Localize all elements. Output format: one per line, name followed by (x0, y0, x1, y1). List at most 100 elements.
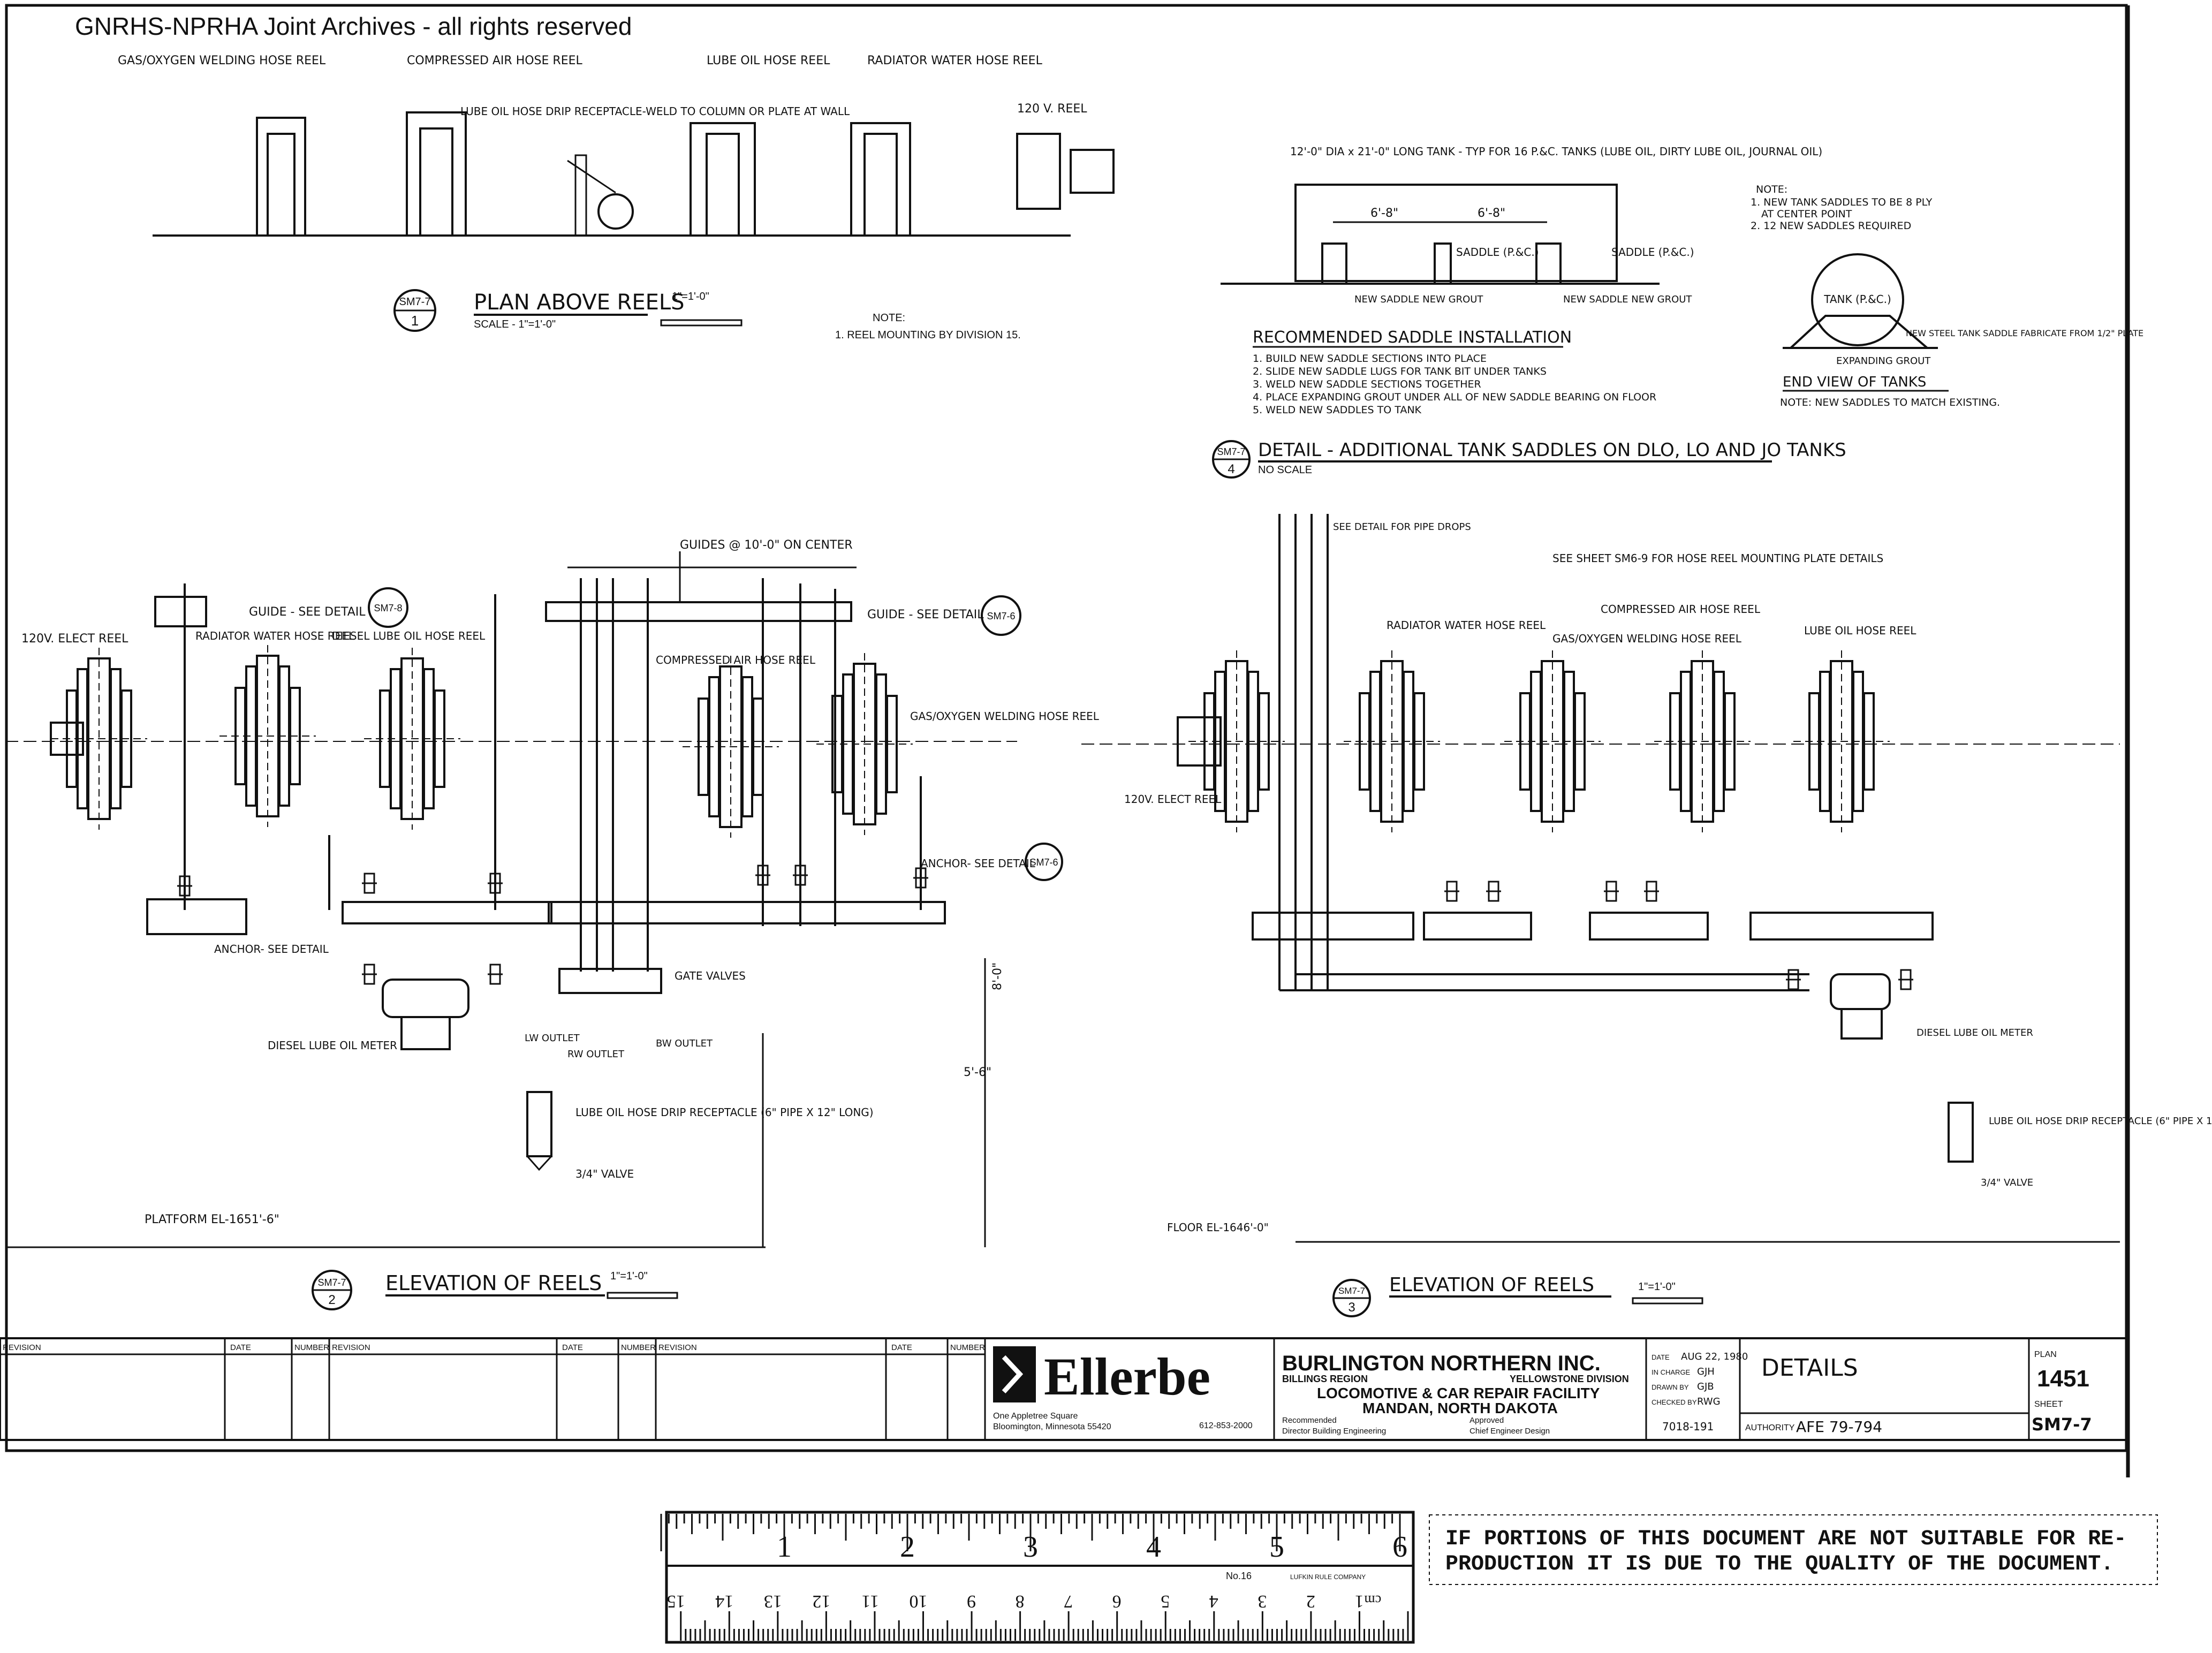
rec-step-5: 5. WELD NEW SADDLES TO TANK (1253, 404, 1422, 416)
rec-step-4: 4. PLACE EXPANDING GROUT UNDER ALL OF NE… (1253, 391, 1656, 403)
label-platform: PLATFORM EL-1651'-6" (145, 1213, 279, 1226)
label-rw-outlet: RW OUTLET (567, 1049, 625, 1060)
label-diesel-meter: DIESEL LUBE OIL METER (268, 1039, 397, 1052)
label-radiator-water: RADIATOR WATER HOSE REEL (195, 630, 355, 642)
anchor-rail-1 (342, 901, 552, 924)
label-anchor-left: ANCHOR- SEE DETAIL (214, 943, 329, 956)
tank-new-saddle-right: NEW SADDLE NEW GROUT (1563, 294, 1692, 305)
elev-right-reel-radiator (1343, 649, 1441, 833)
col-revision-2: REVISION (332, 1343, 370, 1352)
drip-receptacle-right (1948, 1102, 1974, 1163)
tank-dim-2: 6'-8" (1478, 207, 1505, 220)
elev-right-reel-lube-oil (1792, 649, 1891, 833)
elev-left-reel-compressed-air (681, 655, 780, 839)
ruler-cm-label: 7 (1064, 1591, 1073, 1611)
elev-left-scale-bar (607, 1292, 678, 1299)
end-note-line-2: AT CENTER POINT (1761, 208, 1852, 220)
plan-label-radiator-water: RADIATOR WATER HOSE REEL (867, 54, 1043, 67)
label-guide-ref-left: SM7-8 (374, 603, 402, 613)
ruler-cm-label: 15 (667, 1591, 685, 1611)
client-region: BILLINGS REGION (1282, 1374, 1368, 1384)
ruler-cm-label: 5 (1161, 1591, 1170, 1611)
quality-notice-line-1: IF PORTIONS OF THIS DOCUMENT ARE NOT SUI… (1445, 1527, 2126, 1551)
ruler-cm-label: 1 (1354, 1591, 1363, 1611)
label-120v-reel: 120V. ELECT REEL (21, 632, 128, 646)
label-compressed-air: COMPRESSED AIR HOSE REEL (656, 654, 816, 666)
label-anchor-right: ANCHOR- SEE DETAIL (921, 857, 1036, 870)
ruler-cm-unit: cm (1364, 1593, 1381, 1608)
end-note-2: NOTE: NEW SADDLES TO MATCH EXISTING. (1780, 397, 2000, 408)
plan-drip-receptacle (597, 193, 634, 230)
elev-right-title: ELEVATION OF REELS (1389, 1274, 1594, 1296)
guide-rail-left (545, 601, 852, 622)
sheet-title: DETAILS (1761, 1354, 1858, 1382)
elev-right-reel-gas-oxygen (1503, 649, 1602, 833)
ruler-cm-label: 6 (1112, 1591, 1122, 1611)
tank-side-view (1294, 184, 1618, 282)
plan-label: PLAN (2034, 1350, 2057, 1359)
sheet-label: SHEET (2034, 1400, 2063, 1409)
plan-label-drip: LUBE OIL HOSE DRIP RECEPTACLE-WELD TO CO… (460, 105, 850, 118)
label-bw-outlet: BW OUTLET (656, 1038, 713, 1049)
dim-8ft: 8'-0" (991, 962, 1004, 990)
recommended-by: Director Building Engineering (1282, 1427, 1386, 1436)
tank-detail-callout-sheet: SM7-7 (1217, 446, 1245, 457)
ruler-inch-5: 5 (1269, 1530, 1284, 1564)
elev-right-callout-number: 3 (1348, 1300, 1355, 1315)
authority-value: AFE 79-794 (1796, 1418, 1882, 1436)
ellerbe-logo-mark (993, 1346, 1036, 1402)
date-value: AUG 22, 1980 (1681, 1351, 1748, 1362)
dim-56: 5'-6" (964, 1066, 991, 1079)
ruler-maker: LUFKIN RULE COMPANY (1290, 1573, 1366, 1581)
client-division: YELLOWSTONE DIVISION (1510, 1374, 1629, 1384)
ruler-inch-1: 1 (777, 1530, 792, 1564)
elev-right-reel-compressed-air (1653, 649, 1752, 833)
tank-detail-title: DETAIL - ADDITIONAL TANK SADDLES ON DLO,… (1258, 439, 1846, 461)
label-see-sheet: SEE SHEET SM6-9 FOR HOSE REEL MOUNTING P… (1552, 552, 1883, 565)
checked-label: CHECKED BY (1652, 1398, 1697, 1406)
tank-detail-callout-number: 4 (1228, 462, 1234, 476)
label-anchor-ref: SM7-6 (1029, 857, 1058, 868)
label-right-radiator: RADIATOR WATER HOSE REEL (1387, 619, 1546, 632)
drip-receptacle-left (526, 1091, 552, 1157)
label-gate-valves: GATE VALVES (675, 969, 746, 982)
date-label: DATE (1652, 1353, 1670, 1361)
ruler-cm-label: 13 (764, 1591, 782, 1611)
ruler-cm-label: 11 (861, 1591, 879, 1611)
ruler-inch-2: 2 (900, 1530, 915, 1564)
ruler-cm-label: 8 (1016, 1591, 1025, 1611)
firm-address-2: Bloomington, Minnesota 55420 (993, 1422, 1111, 1431)
ruler-cm-label: 12 (812, 1591, 830, 1611)
label-valve-left: 3/4" VALVE (575, 1167, 634, 1180)
rec-step-1: 1. BUILD NEW SADDLE SECTIONS INTO PLACE (1253, 353, 1487, 365)
label-gas-oxygen: GAS/OXYGEN WELDING HOSE REEL (910, 710, 1100, 723)
label-see-detail: SEE DETAIL FOR PIPE DROPS (1333, 521, 1471, 533)
label-right-diesel-meter: DIESEL LUBE OIL METER (1916, 1027, 2033, 1038)
checked-value: RWG (1697, 1396, 1721, 1407)
ruler-cm-label: 10 (909, 1591, 927, 1611)
ruler-cm-label: 9 (967, 1591, 976, 1611)
tank-saddle-detail: 12'-0" DIA x 21'-0" LONG TANK - TYP FOR … (1212, 145, 2143, 479)
col-date-3: DATE (891, 1343, 912, 1352)
sheet-number: SM7-7 (2032, 1414, 2092, 1435)
measuring-ruler: 1 2 3 4 5 6 No.16 LUFKIN RULE COMPANY 12… (660, 1511, 1415, 1644)
label-diesel-lube: DIESEL LUBE OIL HOSE REEL (332, 630, 486, 642)
firm-phone: 612-853-2000 (1199, 1421, 1253, 1430)
plan-reel-compressed-air (406, 111, 467, 237)
label-right-compressed-air: COMPRESSED AIR HOSE REEL (1601, 603, 1761, 616)
plan-label-compressed-air: COMPRESSED AIR HOSE REEL (407, 54, 582, 67)
tank-detail-scale: NO SCALE (1258, 464, 1312, 476)
col-number-2: NUMBER (621, 1343, 656, 1352)
elev-right-scale-bar (1632, 1297, 1703, 1305)
ruler-cm-label: 2 (1306, 1591, 1315, 1611)
end-note-line-3: 2. 12 NEW SADDLES REQUIRED (1751, 220, 1911, 232)
plan-scale-bar (660, 319, 743, 327)
approved-label: Approved (1469, 1416, 1504, 1425)
plan-title: PLAN ABOVE REELS (474, 290, 685, 315)
tank-saddle-pc-2: SADDLE (P.&C.) (1611, 246, 1694, 259)
client-name: BURLINGTON NORTHERN INC. (1282, 1352, 1601, 1375)
end-note-title: NOTE: (1756, 184, 1787, 195)
plan-label-gas-oxygen: GAS/OXYGEN WELDING HOSE REEL (118, 54, 326, 67)
ruler-inch-6: 6 (1392, 1530, 1407, 1564)
end-grout-label: EXPANDING GROUT (1836, 355, 1931, 367)
